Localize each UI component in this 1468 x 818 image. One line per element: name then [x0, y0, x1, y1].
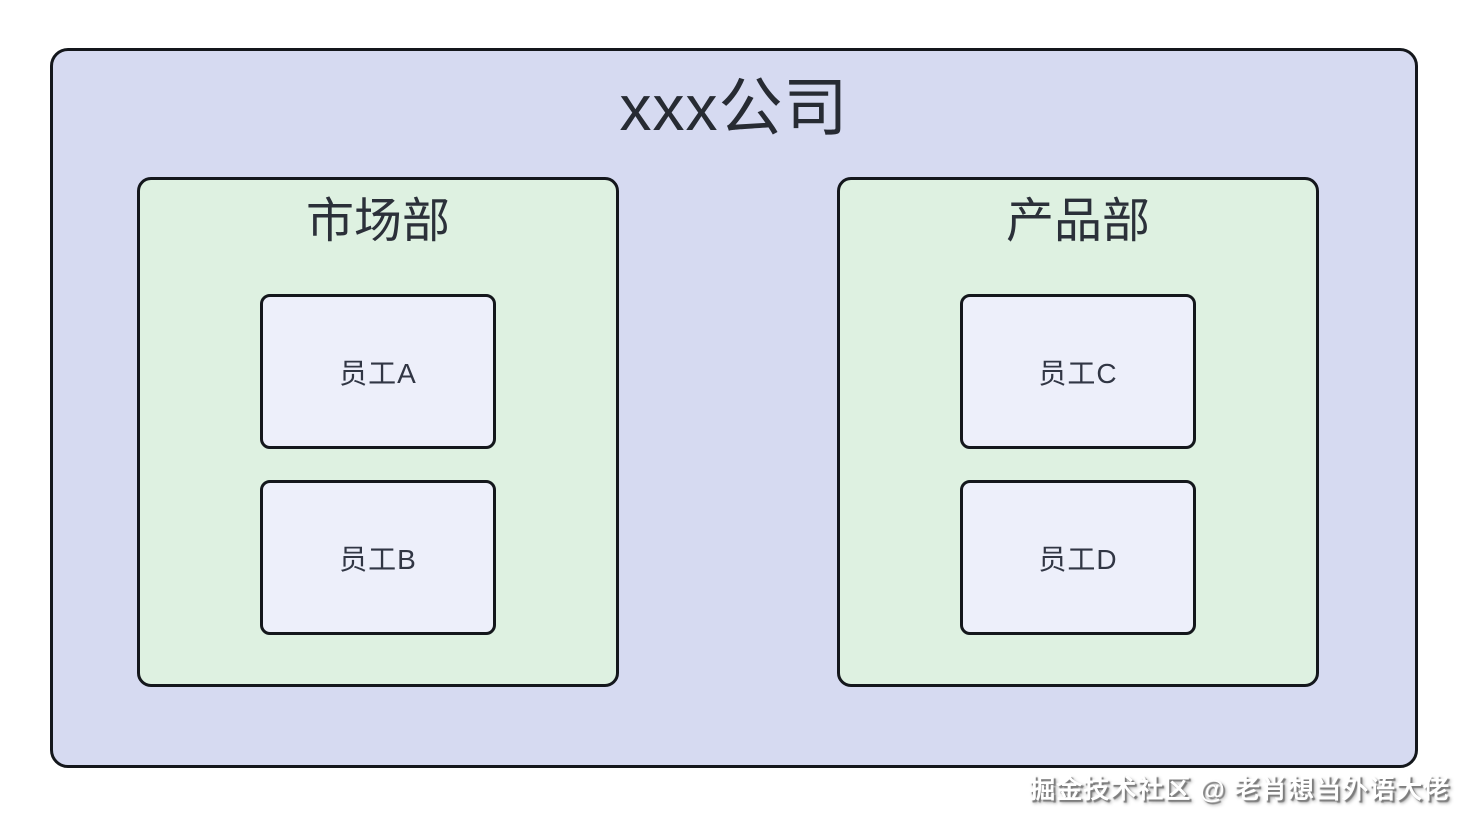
- employee-box-c: 员工C: [960, 294, 1196, 449]
- employee-label-d: 员工D: [1038, 543, 1118, 575]
- employee-box-d: 员工D: [960, 480, 1196, 635]
- employee-label-c: 员工C: [1038, 357, 1118, 389]
- department-box-marketing: 市场部 员工A 员工B: [137, 177, 619, 687]
- department-title-marketing: 市场部: [305, 195, 450, 248]
- employee-label-b: 员工B: [339, 543, 417, 575]
- company-title: xxx公司: [619, 72, 849, 144]
- watermark-text: 掘金技术社区 @ 老肖想当外语大佬: [1029, 774, 1450, 804]
- department-box-product: 产品部 员工C 员工D: [837, 177, 1319, 687]
- employee-box-a: 员工A: [260, 294, 496, 449]
- department-title-product: 产品部: [1005, 195, 1150, 248]
- employee-box-b: 员工B: [260, 480, 496, 635]
- employee-label-a: 员工A: [339, 357, 417, 389]
- company-box: xxx公司 市场部 员工A 员工B 产品部 员工C 员工D: [50, 48, 1418, 768]
